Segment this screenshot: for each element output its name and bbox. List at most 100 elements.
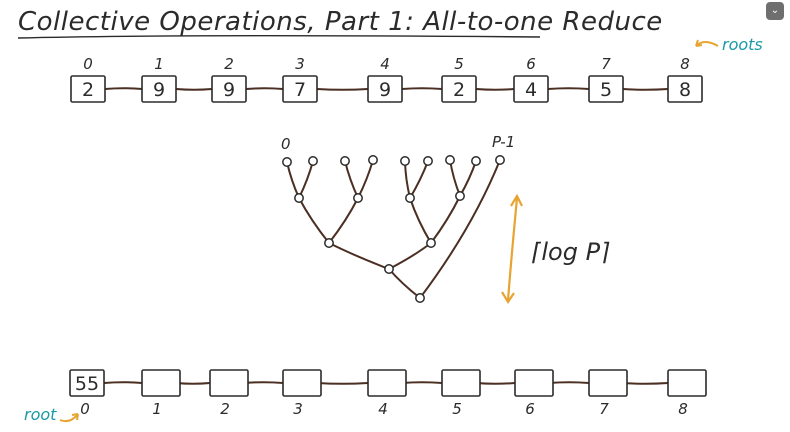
bottom-link xyxy=(243,381,284,384)
top-rank-label: 3 xyxy=(295,55,305,73)
tree-node xyxy=(426,238,436,248)
tree-node xyxy=(308,156,318,166)
top-cell-1: 91 xyxy=(141,55,177,103)
arrow-up-icon xyxy=(510,193,523,207)
top-cell-2: 92 xyxy=(211,55,247,103)
top-link xyxy=(401,87,443,90)
top-rank-label: 1 xyxy=(154,55,164,73)
bottom-rank-label: 3 xyxy=(293,400,303,418)
tree-edges xyxy=(286,159,501,299)
root-arrowhead-icon xyxy=(71,413,79,421)
bottom-rank-label: 0 xyxy=(80,400,90,418)
collapse-button[interactable]: ⌄ xyxy=(766,2,784,20)
depth-arrow xyxy=(501,193,523,305)
depth-label: ⌈log P⌉ xyxy=(532,238,610,266)
bottom-rank-label: 5 xyxy=(452,400,462,418)
chevron-down-icon: ⌄ xyxy=(770,5,780,16)
top-cell-box xyxy=(282,75,318,103)
top-cell-value: 9 xyxy=(223,79,235,101)
top-cell-6: 46 xyxy=(513,55,549,103)
bottom-cell-4: 4 xyxy=(367,369,407,418)
top-cell-box xyxy=(211,75,247,103)
tree-node xyxy=(405,193,415,203)
bottom-cell-7: 7 xyxy=(588,369,628,418)
bottom-cell-box xyxy=(282,369,322,397)
bottom-cell-2: 2 xyxy=(209,369,249,418)
bottom-cell-box xyxy=(514,369,554,397)
top-link xyxy=(245,87,284,90)
tree-left-label: 0 xyxy=(281,135,291,153)
bottom-link xyxy=(175,382,211,385)
tree-edge xyxy=(388,242,432,270)
bottom-cell-8: 8 xyxy=(667,369,707,418)
bottom-rank-label: 7 xyxy=(599,400,609,418)
tree-node xyxy=(282,157,292,167)
tree-edge xyxy=(328,197,359,244)
tree-node xyxy=(294,193,304,203)
root-annotation: root xyxy=(24,405,57,424)
bottom-rank-label: 6 xyxy=(525,400,535,418)
top-cell-value: 4 xyxy=(525,79,537,101)
top-rank-label: 5 xyxy=(454,55,464,73)
bottom-cell-0: 550 xyxy=(69,369,105,418)
top-cell-value: 5 xyxy=(600,79,612,101)
bottom-link xyxy=(316,382,369,385)
tree-node xyxy=(415,293,425,303)
top-cell-4: 94 xyxy=(367,55,403,103)
tree-edge xyxy=(449,159,461,197)
top-rank-label: 8 xyxy=(680,55,690,73)
bottom-cell-box xyxy=(69,369,105,397)
bottom-rank-label: 8 xyxy=(678,400,688,418)
top-rank-label: 4 xyxy=(380,55,390,73)
top-cell-box xyxy=(141,75,177,103)
top-cell-0: 20 xyxy=(70,55,106,103)
tree-edge xyxy=(286,161,300,199)
top-cell-value: 8 xyxy=(679,79,691,101)
bottom-link xyxy=(475,382,516,385)
tree-edge xyxy=(409,160,429,199)
tree-edge xyxy=(404,160,411,199)
top-cell-5: 25 xyxy=(441,55,477,103)
tree-node xyxy=(423,156,433,166)
tree-node xyxy=(384,264,394,274)
bottom-cell-box xyxy=(141,369,181,397)
tree-right-label: P-1 xyxy=(492,133,515,151)
bottom-cell-box xyxy=(209,369,249,397)
bottom-cell-box xyxy=(441,369,481,397)
tree-edge xyxy=(388,268,421,299)
top-rank-label: 2 xyxy=(224,55,234,73)
top-cell-box xyxy=(70,75,106,103)
top-link xyxy=(175,88,213,91)
reduction-tree xyxy=(282,155,505,303)
top-rank-label: 0 xyxy=(83,55,93,73)
bottom-rank-label: 4 xyxy=(378,400,388,418)
tree-edge xyxy=(409,197,432,244)
bottom-cell-box xyxy=(667,369,707,397)
tree-edge xyxy=(328,242,390,270)
tree-node xyxy=(340,156,350,166)
top-link xyxy=(316,88,369,91)
top-cell-box xyxy=(667,75,703,103)
tree-node xyxy=(324,238,334,248)
top-cell-box xyxy=(367,75,403,103)
tree-edge xyxy=(298,197,330,244)
top-cell-8: 88 xyxy=(667,55,703,103)
tree-node xyxy=(455,191,465,201)
bottom-link xyxy=(103,381,143,384)
bottom-cell-3: 3 xyxy=(282,369,322,418)
tree-edge xyxy=(430,195,461,244)
root-arrow-icon xyxy=(59,413,79,423)
tree-edge xyxy=(459,160,477,197)
page-title: Collective Operations, Part 1: All-to-on… xyxy=(18,7,663,37)
tree-node xyxy=(368,155,378,165)
tree-node xyxy=(471,156,481,166)
bottom-cell-5: 5 xyxy=(441,369,481,418)
top-cell-box xyxy=(441,75,477,103)
tree-nodes xyxy=(282,155,505,303)
top-cell-box xyxy=(588,75,624,103)
